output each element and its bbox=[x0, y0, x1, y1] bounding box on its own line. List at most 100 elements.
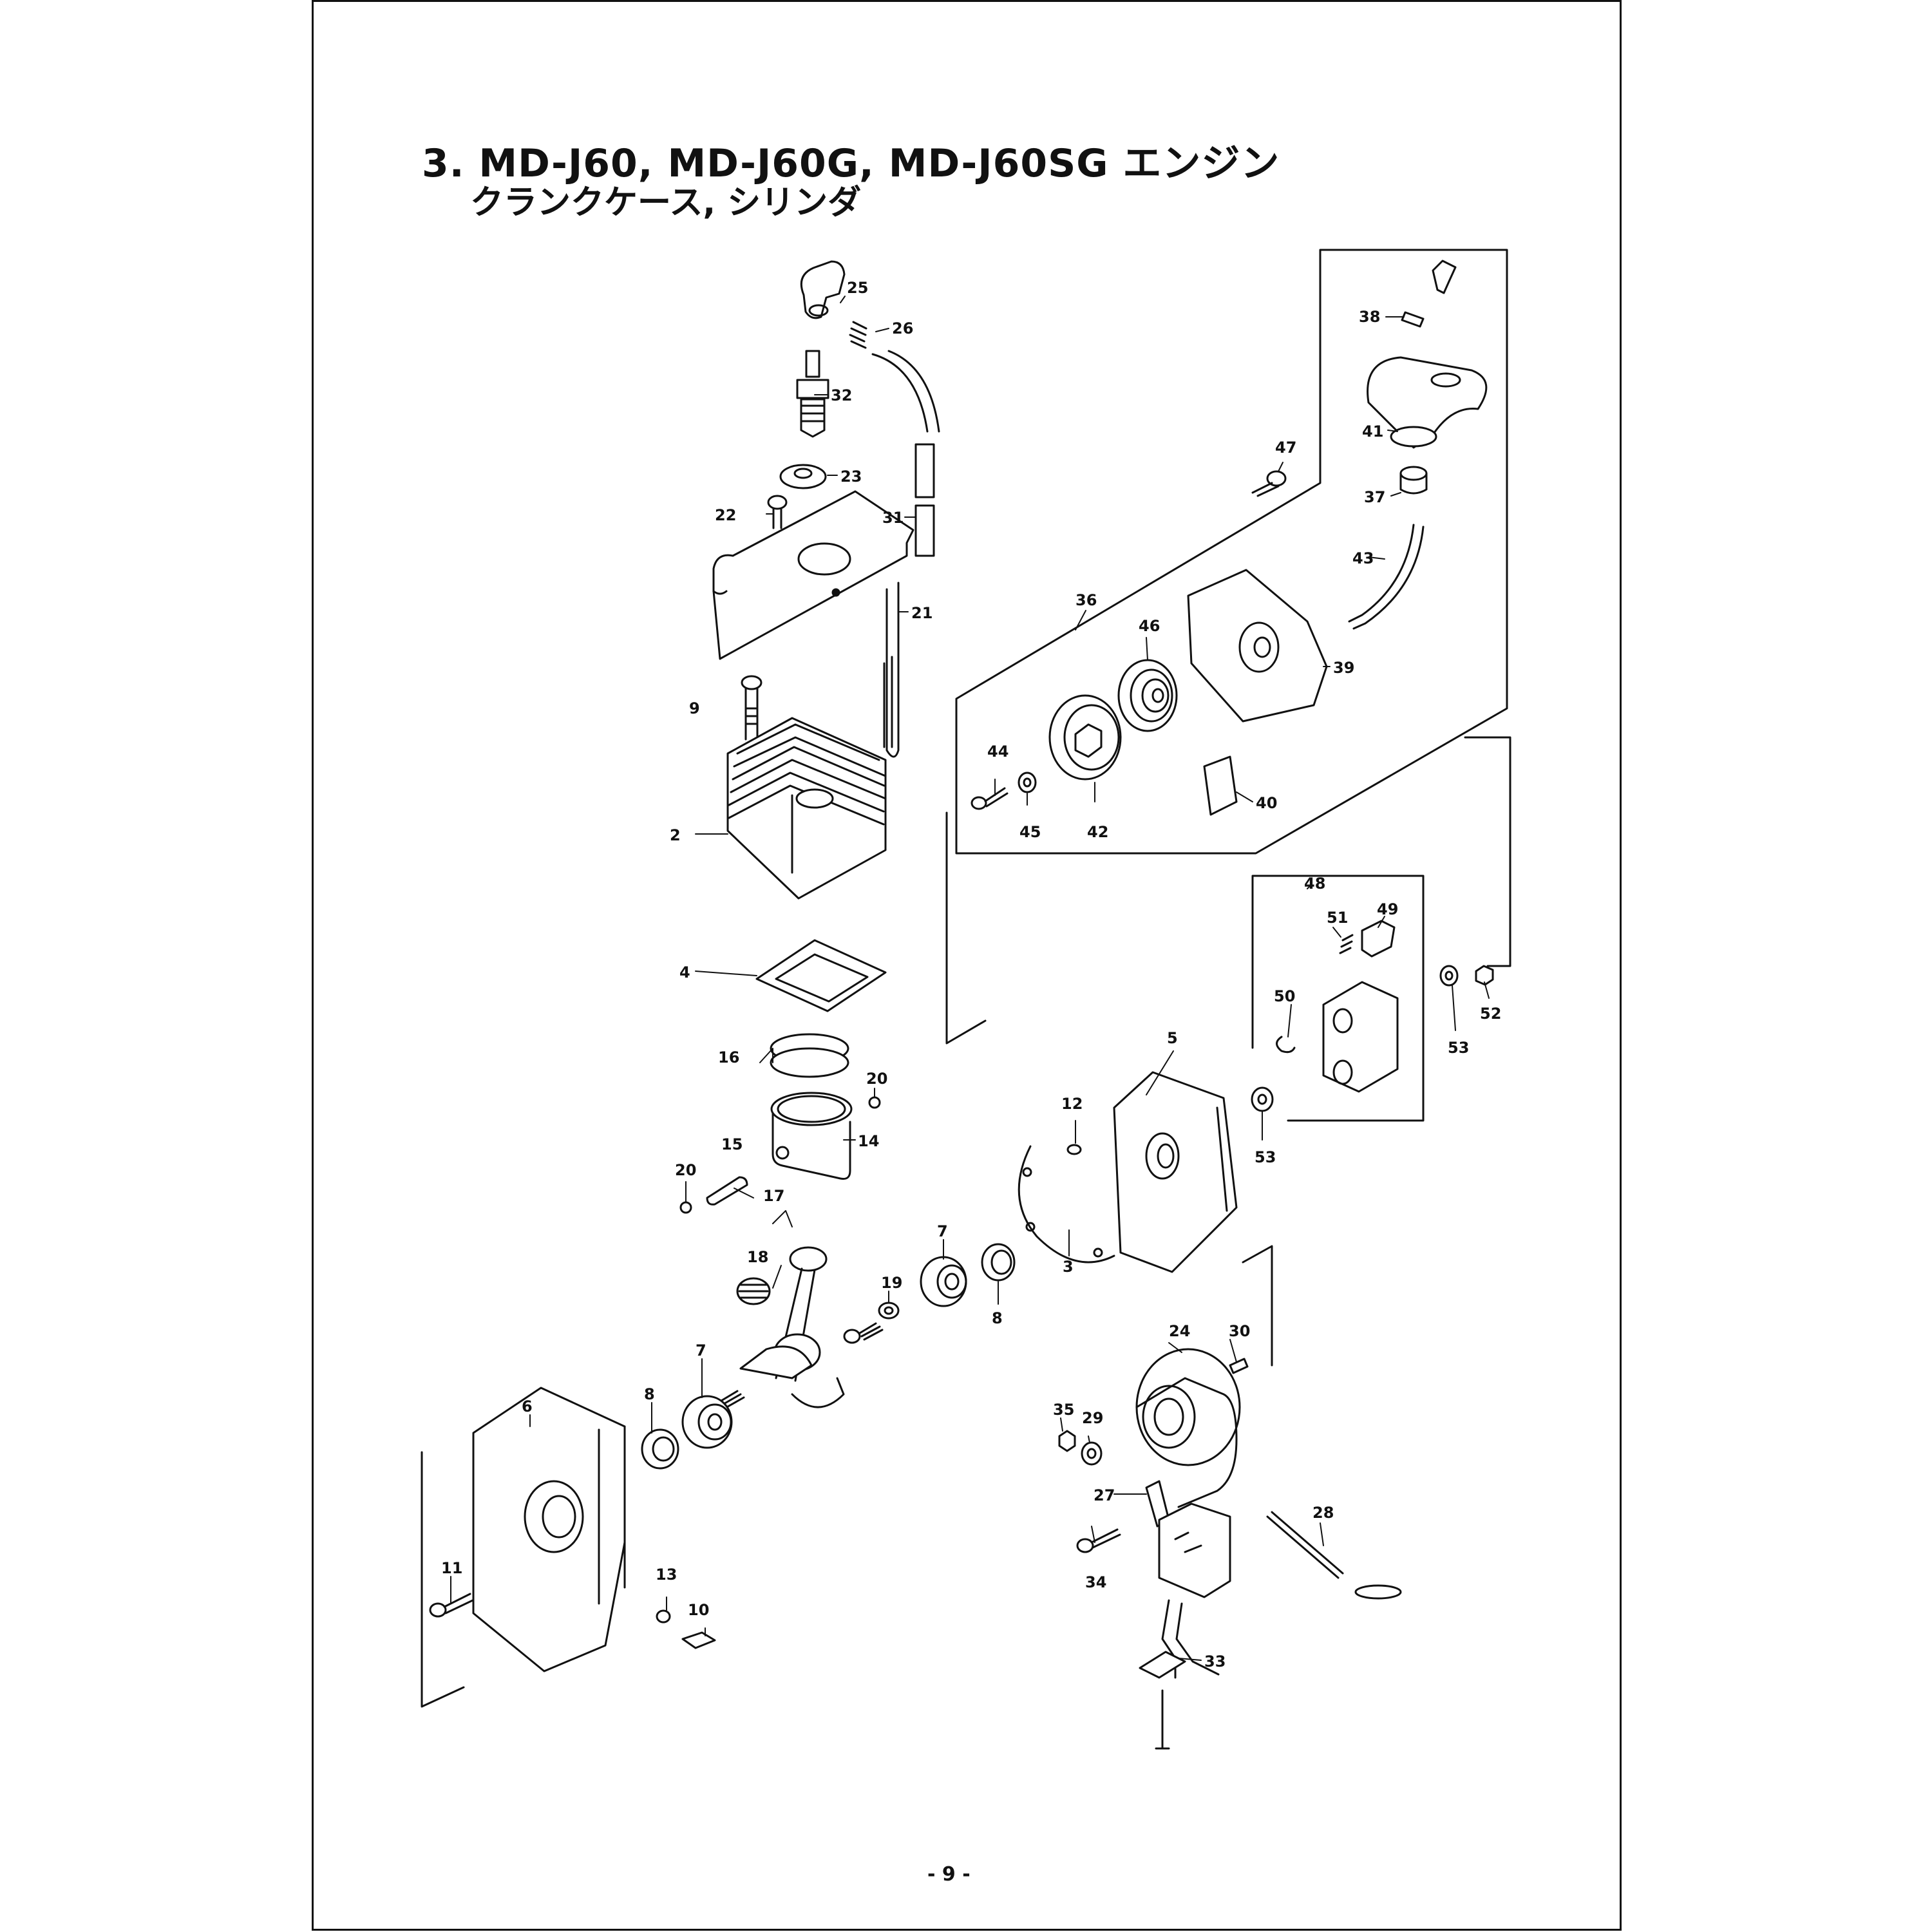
dowel-pin bbox=[1066, 1144, 1082, 1155]
part-label: 17 bbox=[763, 1187, 784, 1205]
part-label: 40 bbox=[1256, 794, 1277, 812]
cylinder-bolt bbox=[741, 675, 762, 741]
part-label: 11 bbox=[441, 1559, 462, 1577]
crankcase-bolt bbox=[429, 1593, 474, 1618]
part-label: 42 bbox=[1087, 823, 1108, 841]
part-label: 16 bbox=[718, 1048, 739, 1066]
page-number: - 9 - bbox=[927, 1863, 971, 1886]
part-label: 34 bbox=[1085, 1573, 1106, 1591]
starter-case bbox=[1187, 569, 1328, 723]
spark-plug bbox=[796, 350, 829, 438]
part-label: 21 bbox=[911, 604, 933, 622]
starter-bolt bbox=[1251, 470, 1287, 497]
part-label: 52 bbox=[1480, 1005, 1501, 1023]
part-label: 45 bbox=[1019, 823, 1041, 841]
reel bbox=[1048, 694, 1122, 781]
part-label: 44 bbox=[987, 743, 1009, 761]
part-label: 33 bbox=[1204, 1653, 1226, 1671]
part-label: 15 bbox=[721, 1135, 743, 1153]
part-label: 53 bbox=[1255, 1148, 1276, 1166]
part-label: 49 bbox=[1377, 900, 1398, 918]
part-label: 38 bbox=[1359, 308, 1380, 326]
stop-switch-lead bbox=[1139, 1599, 1220, 1750]
coil-bolt bbox=[1076, 1528, 1121, 1553]
part-label: 41 bbox=[1362, 422, 1383, 440]
piston-rings bbox=[770, 1033, 849, 1078]
part-label: 24 bbox=[1169, 1322, 1190, 1340]
piston-pin bbox=[706, 1176, 748, 1206]
piston-pin-clip bbox=[679, 1096, 881, 1214]
ball-bearing-upper bbox=[920, 1256, 967, 1307]
starter-washer bbox=[1018, 772, 1037, 793]
ignition-module-bracket bbox=[1251, 875, 1425, 1122]
e-ring bbox=[1276, 1036, 1296, 1054]
part-label: 37 bbox=[1364, 488, 1385, 506]
oil-seal-upper bbox=[981, 1243, 1016, 1282]
part-label: 8 bbox=[644, 1385, 655, 1403]
crankcase-right bbox=[1113, 1071, 1238, 1273]
part-label: 14 bbox=[858, 1132, 879, 1150]
part-label: 19 bbox=[881, 1274, 902, 1292]
spring-terminal bbox=[849, 321, 867, 349]
cylinder-cover bbox=[712, 490, 914, 758]
part-label: 28 bbox=[1312, 1504, 1334, 1522]
rope-knot-piece bbox=[1432, 260, 1457, 294]
cylinder bbox=[726, 717, 887, 900]
part-label: 13 bbox=[656, 1566, 677, 1584]
cover-bolt bbox=[767, 495, 788, 529]
part-label: 50 bbox=[1274, 987, 1295, 1005]
part-label: 47 bbox=[1275, 439, 1296, 457]
part-label: 30 bbox=[1229, 1322, 1250, 1340]
small-washer bbox=[656, 1609, 671, 1624]
part-label: 26 bbox=[892, 319, 913, 337]
high-tension-cord bbox=[871, 350, 940, 557]
part-label: 51 bbox=[1327, 909, 1348, 927]
part-label: 4 bbox=[679, 963, 690, 981]
part-label: 22 bbox=[715, 506, 736, 524]
part-label: 39 bbox=[1333, 659, 1354, 677]
part-label: 46 bbox=[1139, 617, 1160, 635]
bushing bbox=[1399, 466, 1428, 495]
leader-lines bbox=[450, 296, 1490, 1661]
piston bbox=[770, 1092, 853, 1180]
module-nut bbox=[1475, 965, 1494, 986]
ball-bearing-lower bbox=[681, 1395, 733, 1449]
starter-rope bbox=[1348, 524, 1425, 630]
ground-wire bbox=[1266, 1511, 1402, 1600]
plug-washer bbox=[779, 464, 827, 489]
thrust-washer bbox=[878, 1302, 900, 1320]
part-labels: 2 3 4 5 6 7 7 8 8 9 10 11 12 13 14 15 16… bbox=[441, 279, 1501, 1671]
oil-seal-lower bbox=[641, 1428, 679, 1470]
crankshaft-assembly bbox=[720, 1246, 884, 1410]
part-label: 10 bbox=[688, 1601, 709, 1619]
part-label: 12 bbox=[1061, 1095, 1083, 1113]
cylinder-gasket bbox=[755, 939, 887, 1012]
part-label: 48 bbox=[1304, 875, 1325, 893]
page-border bbox=[312, 0, 1622, 1931]
part-label: 29 bbox=[1082, 1409, 1103, 1427]
part-label: 32 bbox=[831, 386, 852, 404]
drain-bolt bbox=[681, 1631, 716, 1649]
flywheel-washer bbox=[1081, 1441, 1103, 1466]
part-label: 7 bbox=[696, 1341, 706, 1359]
needle-bearing bbox=[736, 1277, 771, 1305]
rope-guide bbox=[1401, 311, 1425, 328]
recoil-spring bbox=[1117, 659, 1178, 732]
part-label: 2 bbox=[670, 826, 681, 844]
part-label: 20 bbox=[866, 1070, 887, 1088]
part-label: 25 bbox=[847, 279, 868, 297]
part-label: 31 bbox=[882, 509, 904, 527]
module-spring bbox=[1339, 934, 1354, 954]
crankcase-left bbox=[472, 1387, 626, 1672]
pawl bbox=[1203, 755, 1238, 816]
page-title: 3. MD-J60, MD-J60G, MD-J60SG エンジン bbox=[422, 141, 1280, 186]
part-label: 36 bbox=[1075, 591, 1097, 609]
part-label: 9 bbox=[689, 699, 700, 717]
part-label: 43 bbox=[1352, 549, 1374, 567]
flywheel bbox=[1135, 1348, 1241, 1508]
ignition-coil bbox=[1145, 1480, 1231, 1598]
page-subtitle: クランクケース, シリンダ bbox=[470, 184, 862, 222]
part-label: 27 bbox=[1094, 1486, 1115, 1504]
flywheel-nut bbox=[1058, 1430, 1076, 1452]
